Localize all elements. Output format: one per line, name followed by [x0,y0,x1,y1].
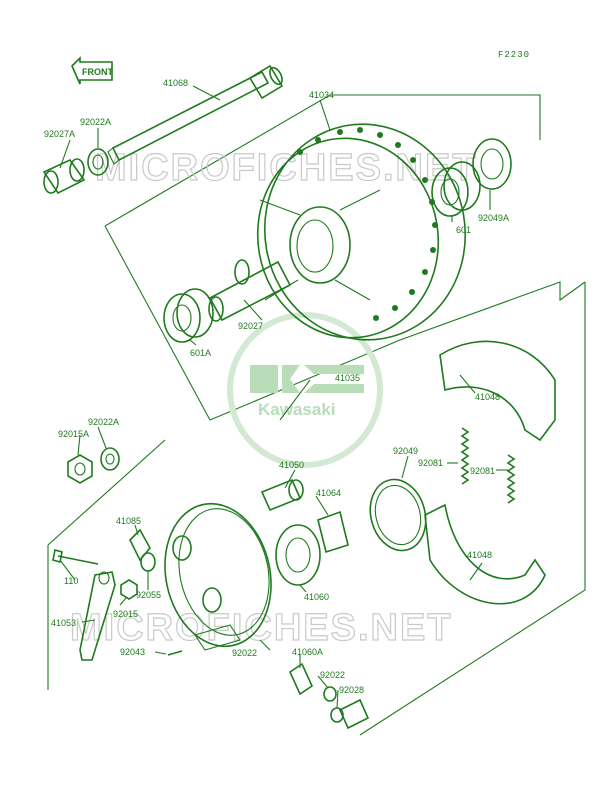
gear-retainer-part [317,510,349,554]
watermark-top: MICROFICHES.NET [95,147,478,189]
nut-part [67,454,93,484]
speedometer-gear-part [275,524,321,586]
callout-41053: 41053 [51,618,76,628]
washer-mid-part [100,447,120,471]
hub-part [256,123,467,341]
front-label: FRONT [82,67,113,77]
callout-41035: 41035 [335,373,360,383]
callout-41068: 41068 [163,78,188,88]
callout-92022: 92022 [232,648,257,658]
callout-92049: 92049 [393,446,418,456]
collar-part [42,158,86,195]
brand-name: Kawasaki [258,400,336,419]
bolt-part [52,548,99,565]
brake-shoe-lower-part [424,503,546,605]
washer-part [87,148,109,176]
spring-right-part [506,454,516,504]
callout-41060: 41060 [304,592,329,602]
axle-part [107,64,284,165]
callout-41085: 41085 [116,516,141,526]
callout-92049a: 92049A [478,213,509,223]
callout-92027: 92027 [238,321,263,331]
cam-lever-plate-part [129,528,151,562]
washer-lower-part [323,686,337,702]
callout-92028: 92028 [339,685,364,695]
callout-92043: 92043 [120,647,145,657]
callout-41050: 41050 [279,460,304,470]
pin-part [167,650,183,656]
leader-lines [59,85,508,709]
brake-panel-part [164,502,272,651]
bearing-left-part [163,288,214,343]
callout-labels: 41068 41034 92027A 92022A 601 92049A 920… [44,78,509,695]
callout-601a: 601A [190,348,211,358]
fitting-part [338,698,370,730]
spacer-part [208,259,292,322]
callout-92081-b: 92081 [470,466,495,476]
brake-shoe-upper-part [439,340,556,442]
callout-92015a: 92015A [58,429,89,439]
callout-41034: 41034 [309,90,334,100]
spring-left-part [460,427,470,485]
callout-92022a-top: 92022A [80,117,111,127]
callout-92055: 92055 [136,590,161,600]
bearing-right-part [431,161,481,217]
brake-lever-part [79,571,116,661]
callout-41060a: 41060A [292,647,323,657]
callout-601: 601 [456,225,471,235]
callout-92015: 92015 [113,609,138,619]
callout-92022a-mid: 92022A [88,417,119,427]
front-arrow-icon: FRONT [71,56,113,85]
watermark-bottom: MICROFICHES.NET [70,607,453,649]
o-ring-part [140,552,156,572]
callout-92022-b: 92022 [320,670,345,680]
panel-seal-part [369,478,427,552]
lever-nut-part [120,579,138,600]
callout-92081-a: 92081 [418,458,443,468]
figure-code: F2230 [498,50,530,60]
callout-92027a: 92027A [44,129,75,139]
callout-41048-bottom: 41048 [467,550,492,560]
gear-shaft-part [288,662,314,696]
speedometer-drive-part [260,478,304,512]
kawasaki-logo-icon: Kawasaki [227,312,383,468]
callout-41064: 41064 [316,488,341,498]
callout-110: 110 [64,576,78,586]
oil-seal-part [472,138,512,190]
callout-41048-top: 41048 [475,392,500,402]
